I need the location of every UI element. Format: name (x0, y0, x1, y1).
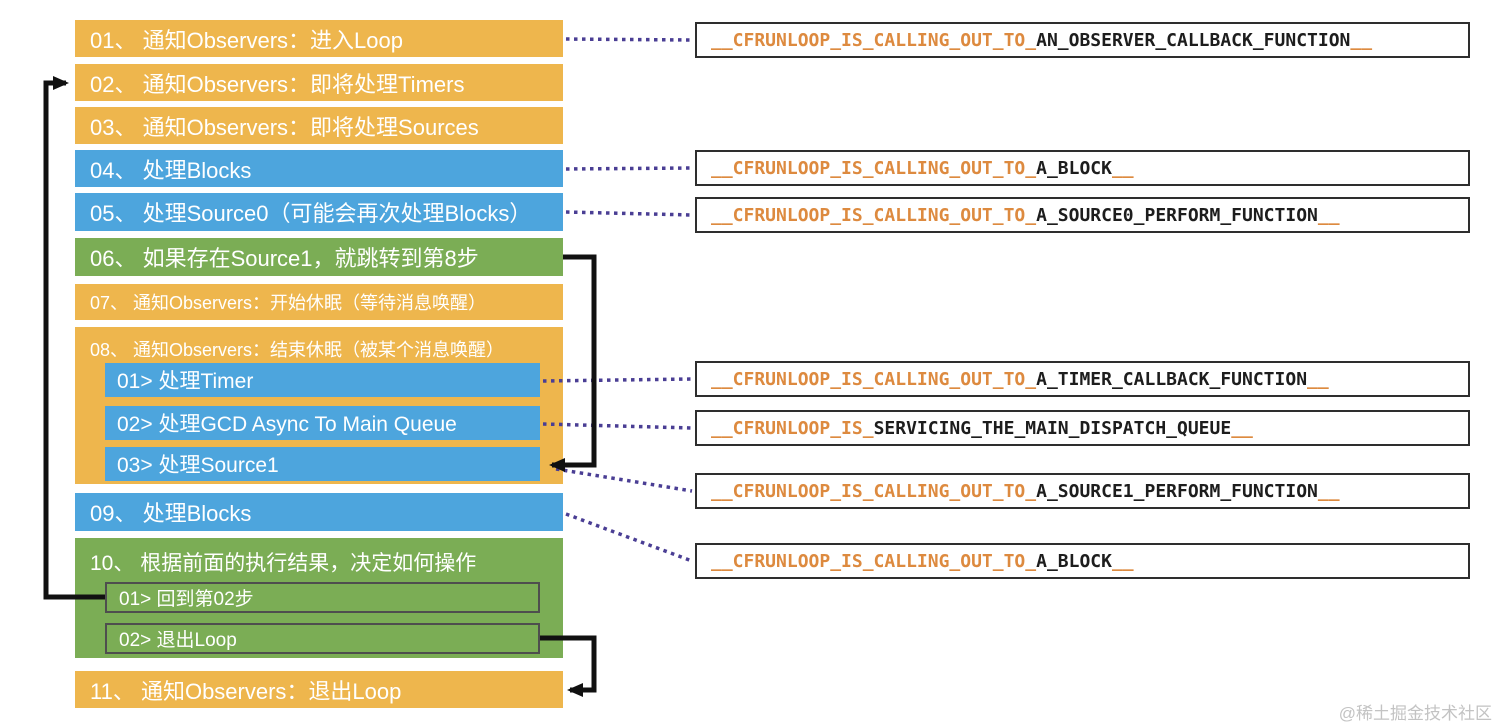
step-04-process-blocks: 04、 处理Blocks (75, 150, 563, 187)
step-label: 09、 处理Blocks (90, 501, 252, 526)
dotted-connector-step01-observer-callback (565, 37, 693, 42)
callout-suffix: __ (1317, 480, 1340, 502)
step-08-header: 08、 通知Observers：结束休眠（被某个消息唤醒） (90, 340, 505, 360)
dotted-connector-step09-a-block (565, 512, 693, 563)
dotted-connector-main-dispatch-queue (542, 422, 693, 430)
step-label: 06、 如果存在Source1，就跳转到第8步 (90, 246, 479, 271)
callout-name: A_BLOCK (1036, 550, 1112, 572)
step-10-header: 10、 根据前面的执行结果，决定如何操作 (90, 552, 477, 575)
step-09-process-blocks: 09、 处理Blocks (75, 493, 563, 531)
callout-prefix: __CFRUNLOOP_IS_CALLING_OUT_TO_ (711, 550, 1037, 572)
callout-timer-callback: __CFRUNLOOP_IS_CALLING_OUT_TO_A_TIMER_CA… (695, 361, 1470, 397)
callout-observer-callback: __CFRUNLOOP_IS_CALLING_OUT_TO_AN_OBSERVE… (695, 22, 1470, 58)
step-label: 04、 处理Blocks (90, 157, 252, 183)
step-01-notify-enter-loop: 01、 通知Observers：进入Loop (75, 20, 563, 57)
step-02-notify-process-timers: 02、 通知Observers：即将处理Timers (75, 64, 563, 101)
step-03-notify-process-sources: 03、 通知Observers：即将处理Sources (75, 107, 563, 144)
callout-suffix: __ (1307, 368, 1329, 390)
dotted-connector-step05-source0-perform (565, 210, 693, 217)
callout-name: A_SOURCE1_PERFORM_FUNCTION (1036, 480, 1318, 502)
step-07-notify-begin-sleep: 07、 通知Observers：开始休眠（等待消息唤醒） (75, 284, 563, 320)
step-label: 02、 通知Observers：即将处理Timers (90, 71, 465, 97)
step-label: 03、 通知Observers：即将处理Sources (90, 114, 479, 140)
substep-label: 01> 回到第02步 (119, 589, 254, 610)
step-06-if-source1-jump: 06、 如果存在Source1，就跳转到第8步 (75, 238, 563, 276)
step-10-decide-next-container (75, 538, 563, 658)
step-08-sub-03-process-source1: 03> 处理Source1 (105, 447, 540, 481)
substep-label: 01> 处理Timer (117, 370, 254, 393)
callout-suffix: __ (1231, 417, 1253, 439)
callout-suffix: __ (1350, 29, 1373, 51)
step-label: 11、 通知Observers：退出Loop (90, 678, 402, 704)
dotted-connector-source1-perform (555, 467, 693, 493)
callout-prefix: __CFRUNLOOP_IS_CALLING_OUT_TO_ (711, 480, 1037, 502)
step-label: 07、 通知Observers：开始休眠（等待消息唤醒） (90, 293, 487, 313)
callout-prefix: __CFRUNLOOP_IS_CALLING_OUT_TO_ (711, 204, 1037, 226)
callout-a-block-2: __CFRUNLOOP_IS_CALLING_OUT_TO_A_BLOCK__ (695, 543, 1470, 579)
callout-prefix: __CFRUNLOOP_IS_ (711, 417, 874, 439)
step-label: 01、 通知Observers：进入Loop (90, 27, 403, 53)
callout-prefix: __CFRUNLOOP_IS_CALLING_OUT_TO_ (711, 157, 1037, 179)
callout-suffix: __ (1111, 550, 1134, 572)
step-05-process-source0: 05、 处理Source0（可能会再次处理Blocks） (75, 193, 563, 231)
callout-suffix: __ (1111, 157, 1134, 179)
callout-name: A_SOURCE0_PERFORM_FUNCTION (1036, 204, 1318, 226)
callout-prefix: __CFRUNLOOP_IS_CALLING_OUT_TO_ (711, 29, 1037, 51)
callout-name: SERVICING_THE_MAIN_DISPATCH_QUEUE (873, 417, 1232, 439)
callout-suffix: __ (1317, 204, 1340, 226)
dotted-connector-timer-callback (542, 377, 693, 383)
substep-label: 03> 处理Source1 (117, 454, 279, 477)
step-label: 05、 处理Source0（可能会再次处理Blocks） (90, 201, 532, 226)
step-10-sub-01-back-to-step02: 01> 回到第02步 (105, 582, 540, 613)
watermark-juejin: @稀土掘金技术社区 (1338, 704, 1492, 723)
callout-source1-perform: __CFRUNLOOP_IS_CALLING_OUT_TO_A_SOURCE1_… (695, 473, 1470, 509)
step-10-sub-02-exit-loop: 02> 退出Loop (105, 623, 540, 654)
substep-label: 02> 处理GCD Async To Main Queue (117, 413, 457, 436)
step-08-sub-02-process-gcd-main-queue: 02> 处理GCD Async To Main Queue (105, 406, 540, 440)
callout-main-dispatch-queue: __CFRUNLOOP_IS_SERVICING_THE_MAIN_DISPAT… (695, 410, 1470, 446)
callout-source0-perform: __CFRUNLOOP_IS_CALLING_OUT_TO_A_SOURCE0_… (695, 197, 1470, 233)
dotted-connector-step04-a-block (565, 166, 693, 171)
callout-a-block-1: __CFRUNLOOP_IS_CALLING_OUT_TO_A_BLOCK__ (695, 150, 1470, 186)
callout-name: AN_OBSERVER_CALLBACK_FUNCTION (1036, 29, 1351, 51)
substep-label: 02> 退出Loop (119, 630, 237, 651)
step-11-notify-exit-loop: 11、 通知Observers：退出Loop (75, 671, 563, 708)
callout-name: A_BLOCK (1036, 157, 1112, 179)
step-08-sub-01-process-timer: 01> 处理Timer (105, 363, 540, 397)
callout-name: A_TIMER_CALLBACK_FUNCTION (1036, 368, 1308, 390)
callout-prefix: __CFRUNLOOP_IS_CALLING_OUT_TO_ (711, 368, 1037, 390)
